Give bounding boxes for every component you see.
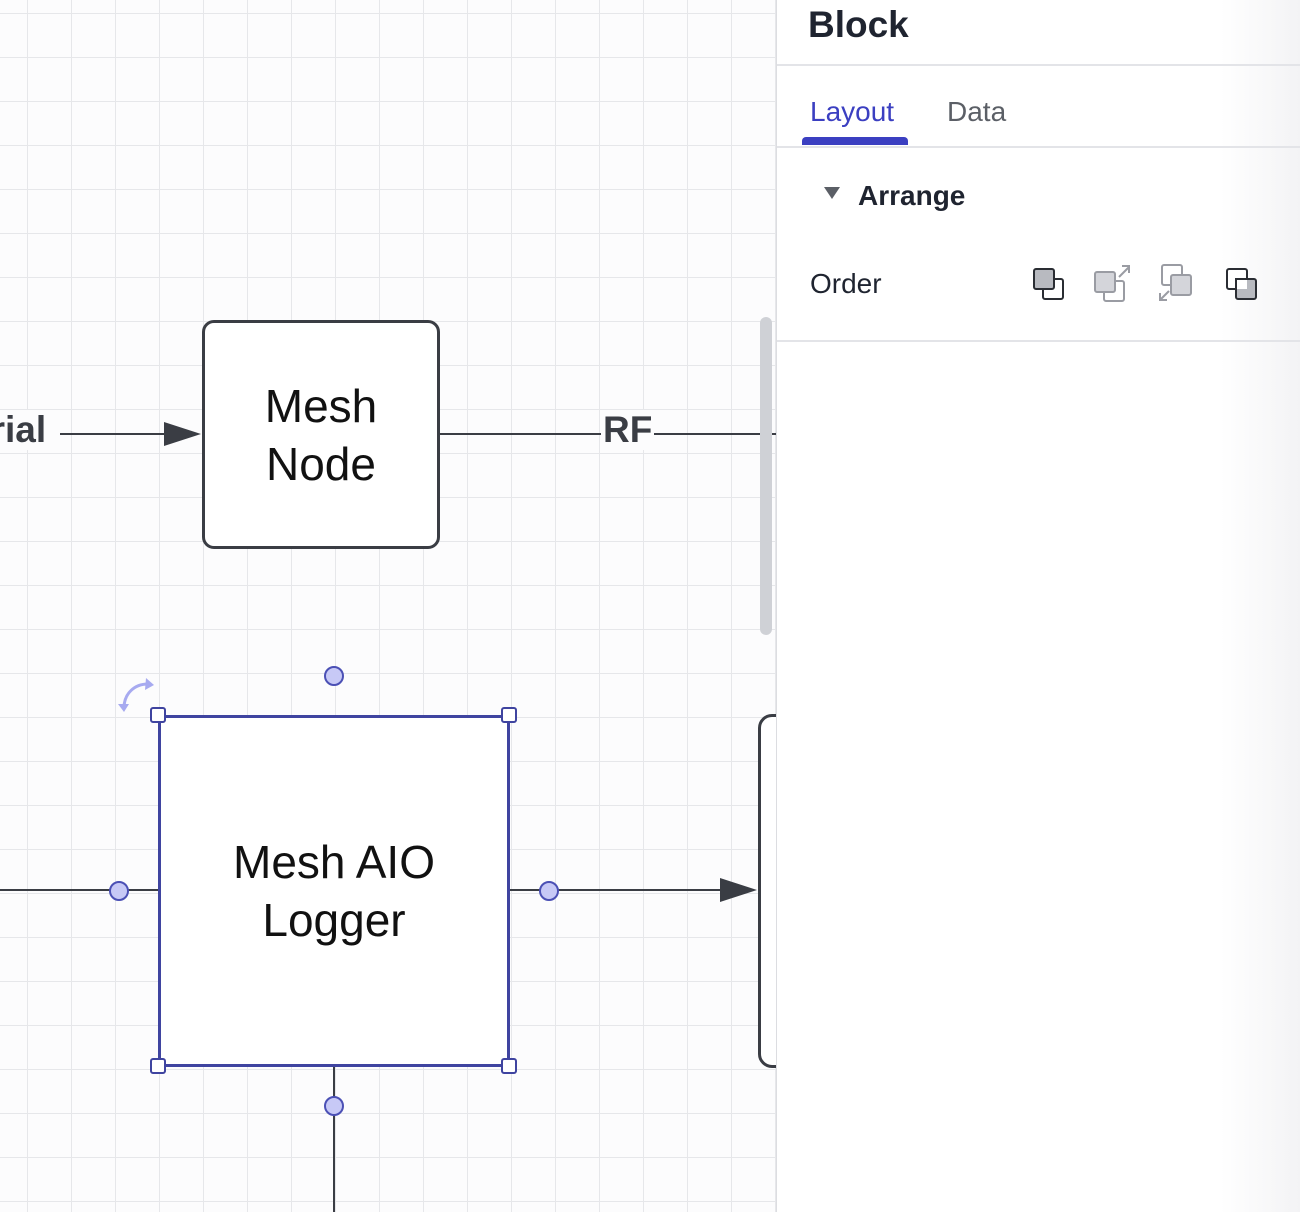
resize-handle-bottom-left[interactable] [150, 1058, 166, 1074]
resize-handle-top-right[interactable] [501, 707, 517, 723]
bring-forward-icon [1094, 265, 1130, 302]
send-to-back-button[interactable] [1224, 262, 1264, 306]
arrowhead-icon [720, 878, 757, 902]
panel-divider [776, 0, 777, 1212]
block-mesh-node[interactable]: Mesh Node [202, 320, 440, 549]
order-label: Order [810, 268, 882, 299]
bring-to-front-icon [1033, 268, 1064, 300]
block-label: Mesh Node [264, 379, 378, 490]
panel-edge-shadow [1220, 0, 1300, 1212]
send-backward-button[interactable] [1157, 262, 1197, 306]
tab-data[interactable]: Data [947, 96, 1007, 127]
connector-label-rf[interactable]: RF [601, 409, 655, 450]
bring-to-front-button[interactable] [1031, 262, 1071, 306]
divider [777, 64, 1300, 66]
block-mesh-aio-logger[interactable]: Mesh AIO Logger [158, 715, 510, 1067]
send-to-back-icon [1226, 268, 1257, 300]
diagram-canvas[interactable]: erial RF Mesh Node Mesh AIO Logger [0, 0, 777, 1212]
panel-title: Block [808, 4, 909, 45]
section-title-arrange[interactable]: Arrange [858, 180, 966, 211]
bring-forward-button[interactable] [1092, 262, 1132, 306]
connector-label-serial[interactable]: erial [0, 410, 49, 450]
block-label: Mesh AIO Logger [233, 836, 435, 946]
rotate-icon[interactable] [116, 676, 158, 716]
block-partial-right[interactable] [758, 714, 777, 1068]
divider [777, 340, 1300, 342]
canvas-scrollbar[interactable] [760, 317, 772, 635]
arrowhead-icon [164, 422, 201, 446]
active-tab-indicator [802, 137, 908, 145]
connection-point-right[interactable] [539, 881, 559, 901]
triangle-down-icon[interactable] [823, 186, 841, 200]
connection-point-left[interactable] [109, 881, 129, 901]
connection-point-bottom[interactable] [324, 1096, 344, 1116]
connection-point-top[interactable] [324, 666, 344, 686]
resize-handle-top-left[interactable] [150, 707, 166, 723]
divider [777, 146, 1300, 148]
send-backward-icon [1159, 264, 1192, 301]
properties-panel: Block Layout Data Arrange Order [777, 0, 1300, 1212]
resize-handle-bottom-right[interactable] [501, 1058, 517, 1074]
tab-layout[interactable]: Layout [810, 96, 895, 127]
